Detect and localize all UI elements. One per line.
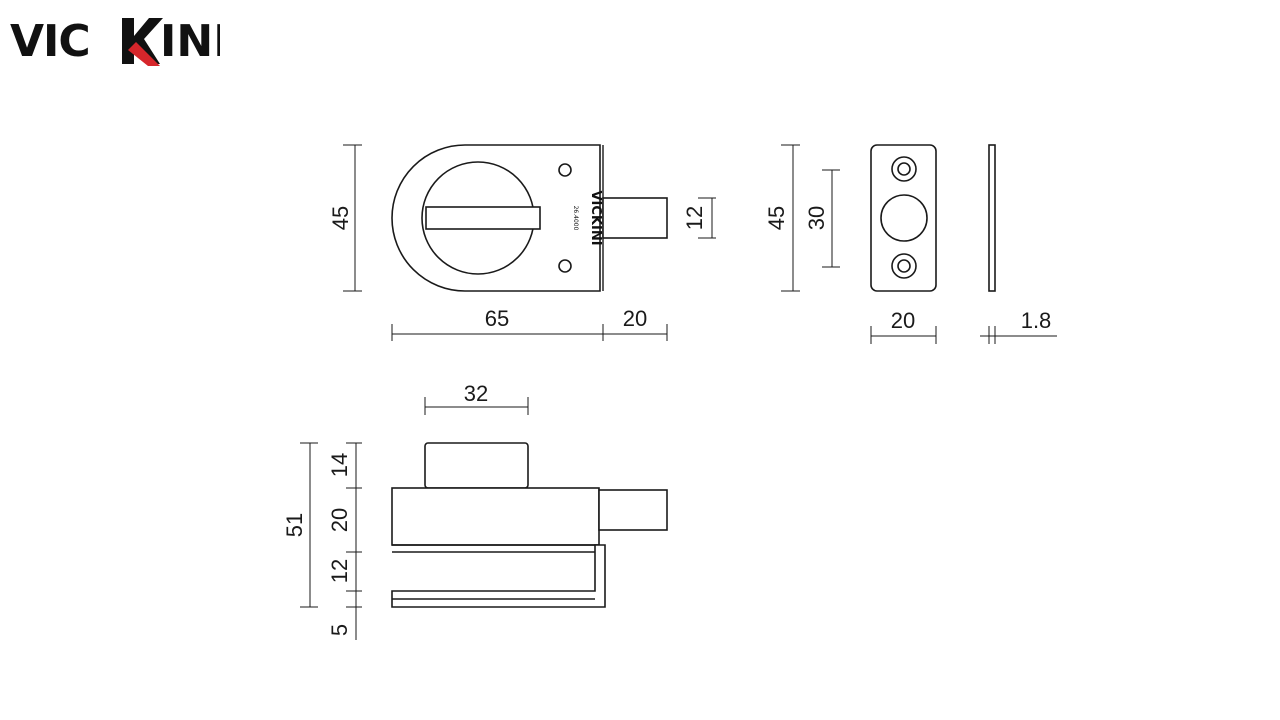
dim-strike-width: 20 xyxy=(891,308,915,333)
dim-front-width: 65 xyxy=(485,306,509,331)
side-view: 32 51 14 20 12 5 xyxy=(282,381,668,640)
dim-side-body-height: 20 xyxy=(327,508,352,532)
side-clamp xyxy=(391,544,606,608)
dim-strike-thickness: 1.8 xyxy=(1021,308,1052,333)
dim-side-knob-height: 14 xyxy=(327,453,352,477)
strike-plate-edge xyxy=(988,144,996,292)
dim-strike-height: 45 xyxy=(764,206,789,230)
dim-strike-hole-spacing: 30 xyxy=(804,206,829,230)
dim-knob-width: 32 xyxy=(464,381,488,406)
svg-text:VIC: VIC xyxy=(10,16,90,67)
svg-text:INI: INI xyxy=(160,16,220,67)
plate-stamp-model: 26.4000 xyxy=(572,206,579,231)
dim-bolt-length: 20 xyxy=(623,306,647,331)
dim-bolt-height: 12 xyxy=(682,206,707,230)
dim-side-glass-gap: 12 xyxy=(327,559,352,583)
side-bolt xyxy=(598,489,668,531)
side-knob xyxy=(424,442,529,489)
strike-plate-view: 45 30 20 1.8 xyxy=(764,144,1057,344)
front-view: VICKINI 26.4000 45 12 65 20 xyxy=(328,144,716,341)
knob-bar xyxy=(425,206,541,230)
bolt xyxy=(602,197,668,239)
vickini-logo: VIC INI xyxy=(10,16,220,67)
strike-hole-center xyxy=(880,194,928,242)
dim-side-total-height: 51 xyxy=(282,513,307,537)
dim-side-base-height: 5 xyxy=(327,624,352,636)
screw-hole-top xyxy=(558,163,572,177)
plate-stamp-brand: VICKINI xyxy=(588,190,603,245)
logo-red-swoosh xyxy=(128,42,160,66)
side-body xyxy=(391,487,600,546)
dim-front-height: 45 xyxy=(328,206,353,230)
screw-hole-bottom xyxy=(558,259,572,273)
